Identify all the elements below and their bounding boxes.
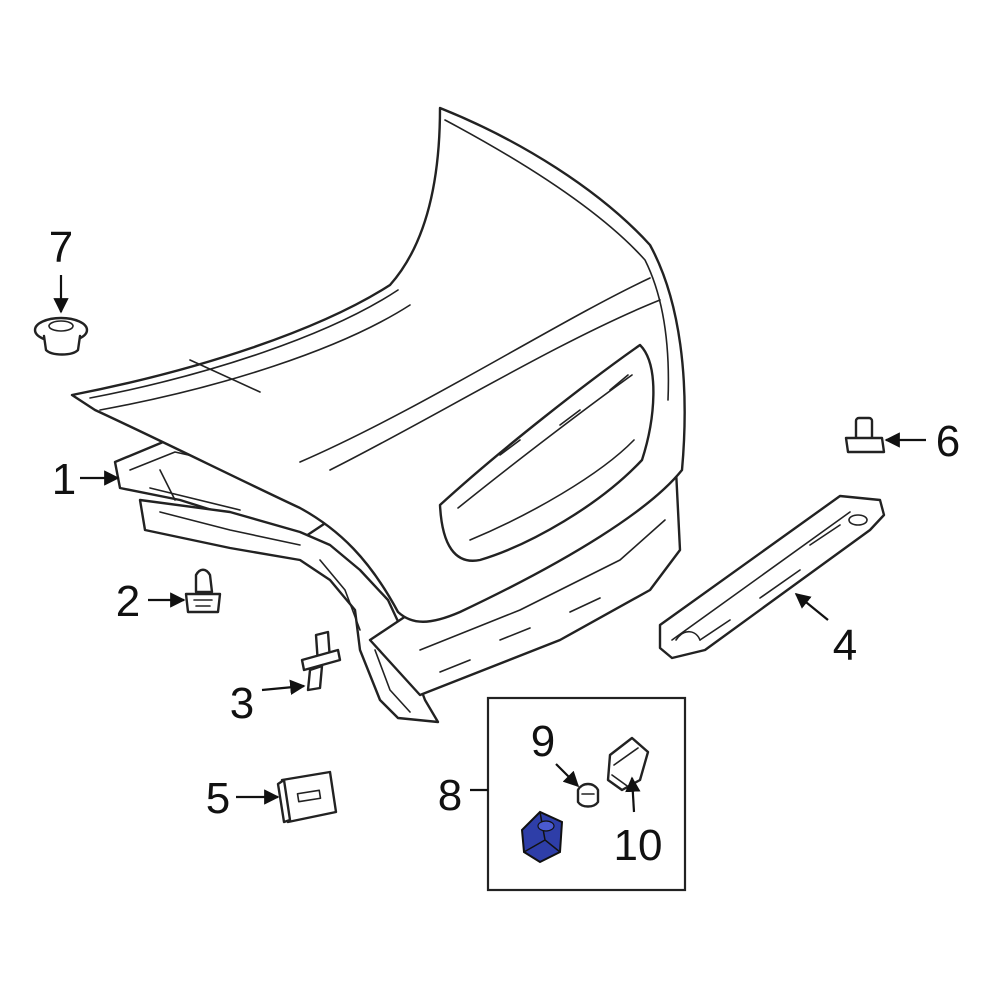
bulb xyxy=(576,782,600,808)
leader-3 xyxy=(261,679,306,695)
bulb-socket xyxy=(606,736,650,792)
callout-6: 6 xyxy=(936,417,960,466)
callout-9: 9 xyxy=(531,717,555,766)
leader-9 xyxy=(555,763,580,788)
callout-2: 2 xyxy=(116,577,140,626)
retainer-clip xyxy=(184,568,222,614)
callout-3: 3 xyxy=(230,679,254,728)
bumper-stop xyxy=(844,416,886,454)
license-lamp-garnish xyxy=(658,494,886,660)
callout-1: 1 xyxy=(52,455,76,504)
callout-8: 8 xyxy=(438,771,462,820)
leader-10 xyxy=(625,776,641,813)
leader-lines xyxy=(53,275,926,813)
callout-5: 5 xyxy=(206,774,230,823)
lamp-assembly-box xyxy=(486,696,687,892)
callout-7: 7 xyxy=(49,223,73,272)
callout-4: 4 xyxy=(833,621,857,670)
callout-10: 10 xyxy=(614,821,663,870)
trunk-lid xyxy=(70,106,686,623)
plug-grommet xyxy=(33,316,89,356)
callout-labels: 7 1 2 3 5 6 4 8 9 10 xyxy=(49,223,960,870)
license-lamp-highlighted xyxy=(520,810,564,864)
leader-4 xyxy=(794,593,829,621)
push-pin-fastener xyxy=(300,630,342,692)
trunk-handle-switch xyxy=(276,770,338,824)
